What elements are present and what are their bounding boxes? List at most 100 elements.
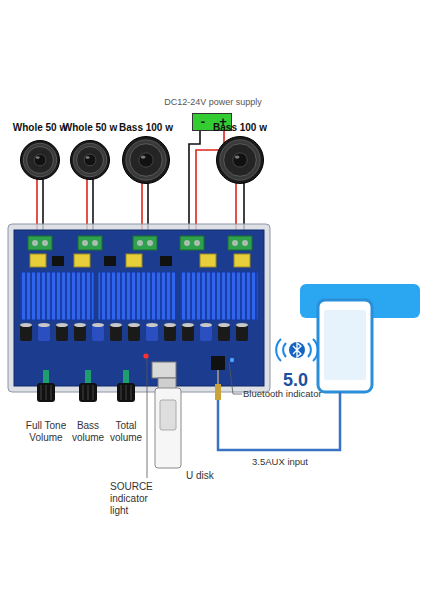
inductor — [126, 254, 142, 267]
speaker-label: Whole 50 w — [55, 122, 125, 134]
heatsink — [98, 272, 176, 320]
speaker: Whole 50 w — [70, 140, 110, 180]
heatsink — [20, 272, 94, 320]
phone — [300, 284, 420, 392]
speaker-highlight — [86, 156, 90, 159]
speaker-surround — [126, 140, 166, 180]
capacitor — [218, 324, 230, 341]
capacitor — [200, 324, 212, 341]
speaker-frame — [21, 141, 60, 180]
callout-label: 3.5AUX input — [252, 456, 342, 467]
pcb — [14, 230, 264, 386]
aux-jack — [211, 356, 225, 370]
knob-ridge — [126, 385, 127, 400]
knob-ridge — [51, 385, 52, 400]
knob-ridge — [131, 385, 132, 400]
capacitor-top — [164, 323, 176, 327]
speaker-surround — [220, 140, 260, 180]
callout-label: U disk — [186, 470, 236, 482]
phone-body — [318, 300, 372, 392]
knob-ridge — [83, 385, 84, 400]
u-disk — [155, 378, 181, 468]
leader-line — [147, 359, 148, 478]
acrylic-case — [8, 224, 270, 392]
capacitor-top — [236, 323, 248, 327]
terminal-screw — [194, 240, 200, 246]
signal-wave — [313, 339, 318, 361]
bluetooth-rune — [293, 343, 301, 357]
capacitor — [92, 324, 104, 341]
bluetooth-badge — [289, 342, 305, 358]
chip — [160, 256, 172, 266]
terminal-screw — [147, 240, 153, 246]
bluetooth-led — [230, 358, 234, 362]
aux-cable — [218, 392, 340, 450]
capacitor — [182, 324, 194, 341]
volume-knob — [37, 383, 55, 402]
speaker-frame — [71, 141, 110, 180]
speaker-dust-cap — [139, 153, 153, 167]
speaker-highlight — [235, 155, 240, 158]
terminal-block — [78, 236, 102, 250]
capacitor — [110, 324, 122, 341]
power-label: DC12-24V power supply — [143, 97, 283, 107]
knob-ridge — [46, 385, 47, 400]
speaker-highlight — [36, 156, 40, 159]
bluetooth-icon — [276, 339, 318, 361]
speaker-cone — [130, 144, 163, 177]
terminal-screw — [32, 240, 38, 246]
signal-wave — [276, 339, 281, 361]
speaker-frame — [123, 137, 170, 184]
capacitor-top — [200, 323, 212, 327]
knob-label: Full Tone Volume — [18, 420, 74, 444]
capacitor — [164, 324, 176, 341]
capacitor-tops — [20, 323, 248, 327]
chip — [104, 256, 116, 266]
pot-shaft — [43, 370, 49, 384]
terminal-screw — [137, 240, 143, 246]
heatsink — [180, 272, 258, 320]
volume-knob — [79, 383, 97, 402]
speaker-outline — [20, 140, 60, 180]
knob-ridge — [121, 385, 122, 400]
speaker-wires — [37, 131, 244, 238]
capacitor-top — [92, 323, 104, 327]
speaker-surround — [73, 143, 106, 176]
speaker-cone — [224, 144, 257, 177]
speaker-dust-cap — [34, 154, 46, 166]
terminal-screw — [92, 240, 98, 246]
signal-wave — [308, 343, 311, 357]
speaker-outline — [216, 136, 264, 184]
capacitor — [146, 324, 158, 341]
black-wire — [189, 131, 200, 238]
speaker-label: Bass 100 w — [205, 122, 275, 134]
inductor — [30, 254, 46, 267]
u-disk-slider — [160, 400, 176, 430]
speaker-highlight — [141, 155, 146, 158]
terminal-block — [28, 236, 52, 250]
amplifier-board — [8, 224, 270, 402]
capacitor-top — [38, 323, 50, 327]
terminal-screw — [184, 240, 190, 246]
speaker-surround — [23, 143, 56, 176]
knob-label: Total volume — [104, 420, 148, 444]
terminal-block — [180, 236, 204, 250]
capacitor-top — [56, 323, 68, 327]
inductor — [200, 254, 216, 267]
leader-line — [229, 362, 242, 394]
callout-label: Bluetooth indicator — [243, 388, 363, 399]
speaker-outline — [70, 140, 110, 180]
capacitor — [74, 324, 86, 341]
speaker: Bass 100 w — [122, 136, 170, 184]
speaker-dust-cap — [233, 153, 247, 167]
capacitor-top — [146, 323, 158, 327]
knob-ridge — [41, 385, 42, 400]
inductor — [234, 254, 250, 267]
chip — [52, 256, 64, 266]
inductor — [74, 254, 90, 267]
source-led — [143, 353, 148, 358]
knob-label: Bass volume — [66, 420, 110, 444]
